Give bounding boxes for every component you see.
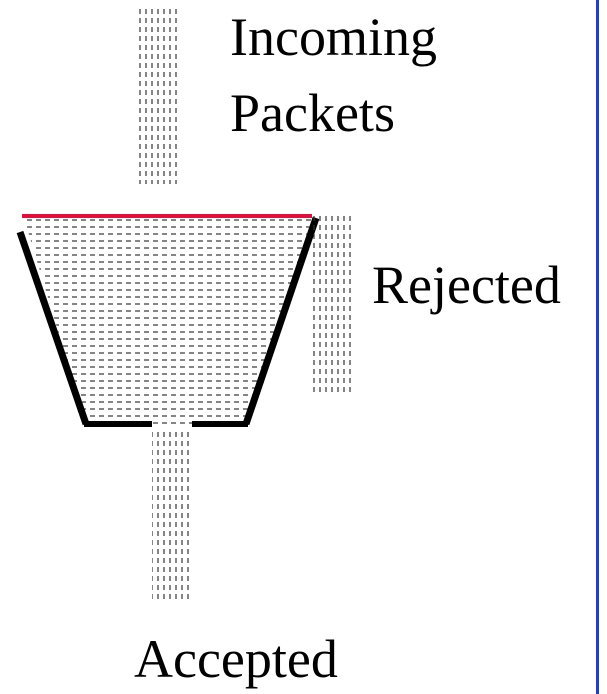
accepted-label: Accepted bbox=[134, 629, 338, 689]
bucket-right-wall bbox=[242, 216, 320, 426]
bucket-water bbox=[24, 218, 312, 424]
incoming-label: Incoming bbox=[230, 7, 437, 67]
bucket-left-wall bbox=[16, 230, 90, 426]
accepted-stream bbox=[152, 428, 192, 602]
incoming-packets-stream bbox=[136, 8, 178, 184]
rejected-stream bbox=[312, 216, 354, 392]
page-border-right bbox=[596, 0, 599, 694]
rejected-label: Rejected bbox=[372, 255, 561, 315]
packets-label: Packets bbox=[230, 83, 395, 143]
